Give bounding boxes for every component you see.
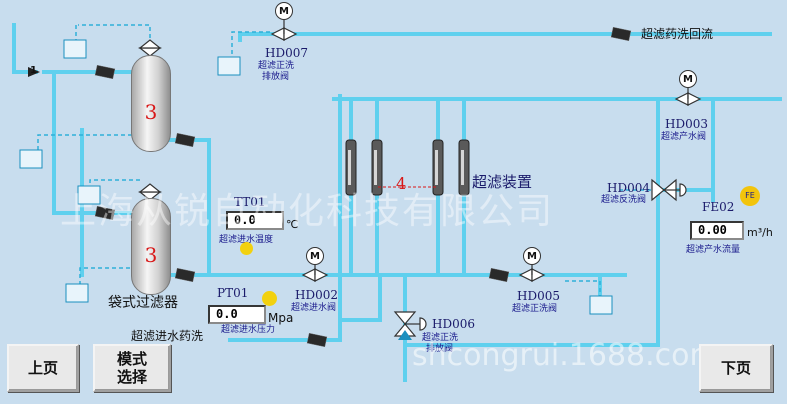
fe02-value-display: 0.00	[690, 221, 744, 240]
fe02-unit: m³/h	[747, 226, 773, 239]
pt01-tag: PT01	[217, 286, 249, 300]
mode-select-label-1: 模式	[116, 350, 147, 368]
fe02-desc: 超滤产水流量	[686, 245, 741, 255]
hd004-tag[interactable]: HD004	[607, 181, 650, 195]
hd005-valve	[531, 268, 546, 282]
top-filter-number: 3	[144, 100, 158, 124]
inline-meter	[174, 132, 196, 148]
tt01-sensor-icon	[240, 242, 253, 255]
inline-meter	[94, 64, 116, 80]
tt01-unit: ℃	[286, 218, 299, 231]
chem-inlet-label: 超滤进水药洗	[131, 329, 204, 343]
drain-basin	[19, 149, 43, 169]
hd007-desc-1: 超滤正洗	[258, 61, 295, 71]
uf-device-marker: 4	[396, 174, 407, 193]
drain-basin	[589, 295, 613, 315]
hd006-tag[interactable]: HD006	[432, 317, 475, 331]
hd002-tag[interactable]: HD002	[295, 288, 338, 302]
tt01-desc: 超滤进水温度	[219, 235, 274, 245]
inlet-arrow-icon	[28, 67, 40, 77]
top-bag-filter[interactable]: 3	[131, 55, 171, 152]
hd003-desc: 超滤产水阀	[661, 132, 707, 142]
inline-meter	[94, 205, 116, 221]
hd006-actuator-icon	[419, 317, 427, 331]
inline-meter	[488, 267, 510, 283]
inline-meter	[306, 332, 328, 348]
drain-basin	[77, 185, 101, 205]
hd007-tag[interactable]: HD007	[265, 46, 308, 60]
top-filter-vent-valve	[138, 39, 162, 49]
hd003-tag[interactable]: HD003	[665, 117, 708, 131]
hd005-tag[interactable]: HD005	[517, 289, 560, 303]
hd004-actuator-icon	[679, 183, 687, 197]
hd003-valve	[687, 92, 702, 106]
chem-return-label: 超滤药洗回流	[641, 27, 714, 41]
drain-basin	[65, 283, 89, 303]
inline-meter	[610, 26, 632, 42]
tt01-value-display: 0.0	[226, 211, 284, 230]
hd002-motor-icon: M	[306, 247, 324, 265]
hd003-motor-icon: M	[679, 70, 697, 88]
inline-meter	[174, 267, 196, 283]
prev-page-button[interactable]: 上页	[7, 344, 79, 392]
bottom-filter-vent-valve	[138, 183, 162, 193]
hd007-motor-icon: M	[275, 2, 293, 20]
pt01-sensor-icon	[262, 291, 277, 306]
bottom-bag-filter[interactable]: 3	[131, 198, 171, 295]
drain-basin	[63, 39, 87, 59]
tt01-tag: TT01	[234, 195, 266, 209]
pt01-value-display: 0.0	[208, 305, 266, 324]
mode-select-label-2: 选择	[116, 368, 147, 386]
pt01-unit: Mpa	[268, 311, 294, 325]
bag-filter-label: 袋式过滤器	[108, 295, 178, 311]
hd007-valve	[283, 27, 298, 41]
hd006-desc-1: 超滤正洗	[422, 333, 459, 343]
inlet-marker-label: 1	[30, 65, 37, 76]
hd002-valve	[314, 268, 329, 282]
drain-basin	[217, 56, 241, 76]
fe02-tag: FE02	[702, 200, 735, 214]
uf-cross-pipe	[338, 273, 382, 322]
bottom-filter-number: 3	[144, 243, 158, 267]
hd005-desc: 超滤正洗阀	[512, 304, 558, 314]
hd006-desc-2: 排放阀	[426, 344, 454, 354]
hd005-motor-icon: M	[523, 247, 541, 265]
top-filter-outlet-pipe	[168, 138, 211, 277]
mode-select-button[interactable]: 模式 选择	[93, 344, 171, 392]
pt01-desc: 超滤进水压力	[221, 325, 276, 335]
prev-page-label: 上页	[27, 359, 58, 377]
uf-device-label: 超滤装置	[472, 173, 533, 191]
fe02-sensor-icon: FE	[740, 186, 760, 206]
hd002-desc: 超滤进水阀	[291, 303, 337, 313]
next-page-label: 下页	[720, 359, 751, 377]
hd004-desc: 超滤反洗阀	[601, 195, 647, 205]
hd007-desc-2: 排放阀	[262, 72, 290, 82]
next-page-button[interactable]: 下页	[699, 344, 773, 392]
